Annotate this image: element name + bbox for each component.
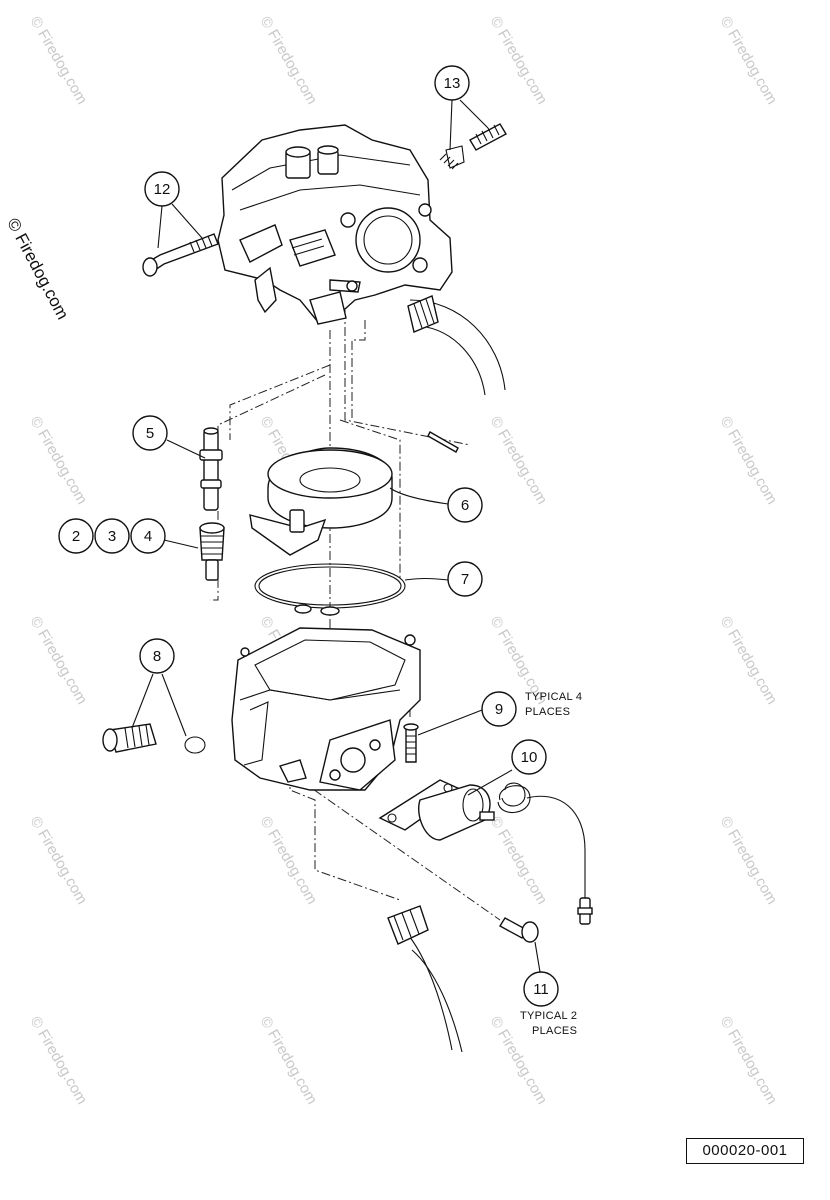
lower-fuel-hose (387, 905, 463, 1053)
leader-lines (131, 99, 541, 973)
callout-10: 10 (511, 739, 547, 775)
fuel-shutoff-solenoid (378, 779, 593, 925)
upper-fuel-hose (407, 295, 506, 396)
watermark-text: © Firedog.com (27, 614, 91, 708)
callout-11-label: 11 (533, 981, 549, 998)
watermark-text: © Firedog.com (257, 1014, 321, 1108)
watermark-text: © Firedog.com (257, 814, 321, 908)
bowl-screw (403, 723, 419, 763)
callout-9-label: 9 (495, 701, 503, 718)
callout-12: 12 (144, 171, 180, 207)
callout-6: 6 (447, 487, 483, 523)
watermark-text: © Firedog.com (717, 14, 781, 108)
watermark-text: © Firedog.com (487, 414, 551, 508)
float (249, 447, 393, 556)
watermark-text: © Firedog.com (27, 414, 91, 508)
note-typical-4-line2: PLACES (525, 706, 570, 718)
watermark-text: © Firedog.com (717, 614, 781, 708)
callout-5-label: 5 (146, 425, 154, 442)
callout-2-label: 2 (72, 528, 80, 545)
main-nozzle (199, 427, 223, 511)
figure-id-box: 000020-001 (686, 1138, 804, 1164)
callout-2: 2 (58, 518, 94, 554)
watermark-text: © Firedog.com (717, 1014, 781, 1108)
callout-13-label: 13 (444, 75, 461, 92)
watermark-text: © Firedog.com (27, 1014, 91, 1108)
main-jet (199, 522, 225, 581)
solenoid-screw (499, 917, 539, 943)
watermark-text: © Firedog.com (27, 14, 91, 108)
carburetor-upper-body (217, 124, 453, 325)
watermark-text: © Firedog.com (717, 814, 781, 908)
callout-6-label: 6 (461, 497, 469, 514)
callout-13: 13 (434, 65, 470, 101)
watermark-text: © Firedog.com (257, 14, 321, 108)
watermark-text: © Firedog.com (487, 14, 551, 108)
watermark-text: © Firedog.com (717, 414, 781, 508)
callout-3: 3 (94, 518, 130, 554)
callout-8-label: 8 (153, 648, 161, 665)
watermark-text: © Firedog.com (27, 814, 91, 908)
callout-10-label: 10 (521, 749, 538, 766)
callout-3-label: 3 (108, 528, 116, 545)
bowl-drain-screw (102, 723, 206, 754)
float-bowl-gasket (254, 563, 406, 616)
callout-4: 4 (130, 518, 166, 554)
callout-12-label: 12 (154, 181, 171, 198)
note-typical-4-line1: TYPICAL 4 (525, 691, 582, 703)
callout-7: 7 (447, 561, 483, 597)
callout-8: 8 (139, 638, 175, 674)
callout-9: 9 (481, 691, 517, 727)
callout-4-label: 4 (144, 528, 152, 545)
throttle-stop-screw (439, 123, 507, 170)
idle-mixture-screw (142, 233, 219, 277)
note-typical-2-line2: PLACES (532, 1025, 577, 1037)
callout-7-label: 7 (461, 571, 469, 588)
watermark-text: © Firedog.com (487, 814, 551, 908)
float-bowl (231, 627, 421, 791)
float-pin (427, 431, 459, 453)
note-typical-2-line1: TYPICAL 2 (520, 1010, 577, 1022)
callout-11: 11 (523, 971, 559, 1007)
callout-5: 5 (132, 415, 168, 451)
